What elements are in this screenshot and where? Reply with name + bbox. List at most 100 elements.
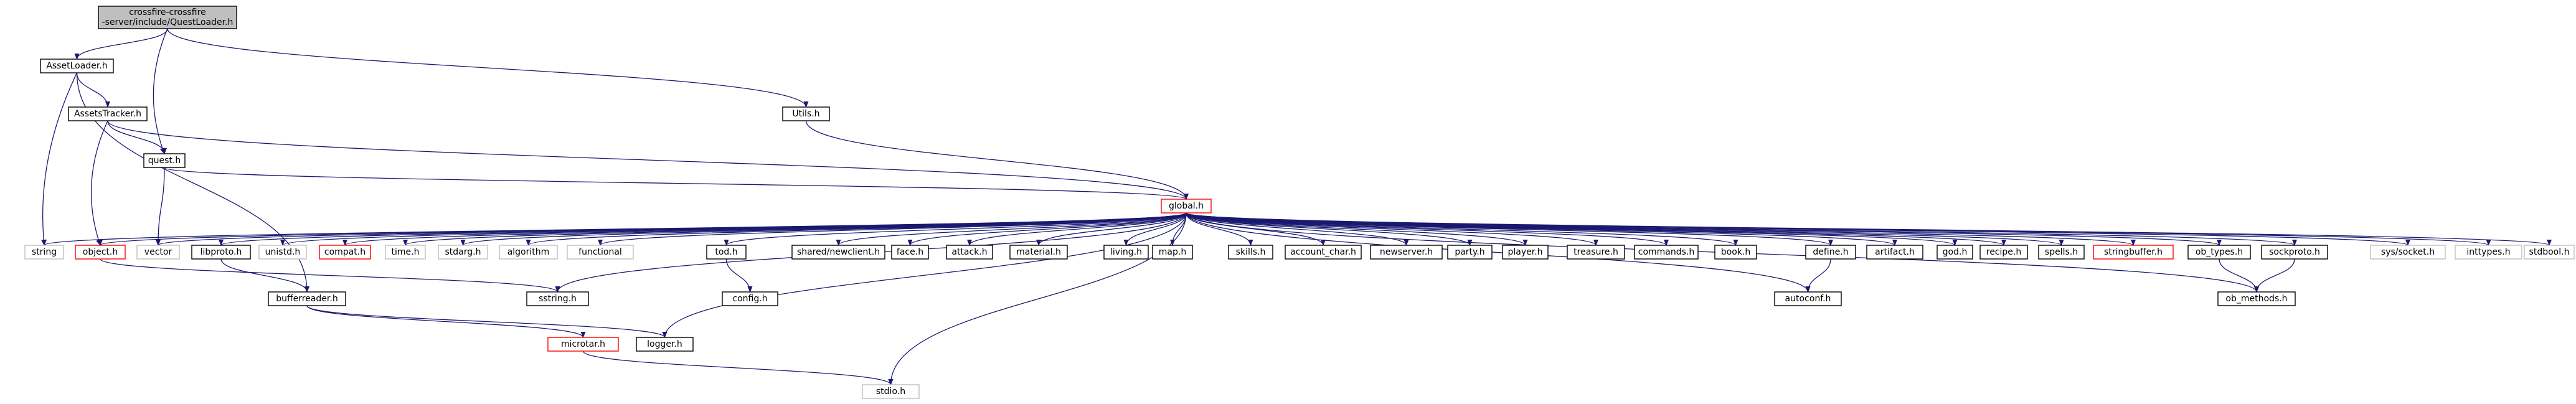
node-label: tod.h [715,247,737,257]
node-define[interactable]: define.h [1805,245,1856,260]
edge-path [582,350,894,385]
node-party[interactable]: party.h [1447,245,1493,260]
node-attack[interactable]: attack.h [946,245,993,260]
node-box [1805,245,1856,260]
edge-path [403,212,1187,246]
node-microtar[interactable]: microtar.h [547,337,619,352]
node-label: ob_methods.h [2225,294,2287,304]
node-recipe[interactable]: recipe.h [1979,245,2028,260]
node-treasure[interactable]: treasure.h [1567,245,1625,260]
node-sockproto[interactable]: sockproto.h [2261,245,2328,260]
include-edge-utils-to-global [805,120,1189,200]
edge-path [1186,212,1669,246]
include-edge-global-to-sharednewclient [836,212,1187,246]
node-face[interactable]: face.h [891,245,929,260]
edge-path [1186,212,1473,246]
edge-path [1036,212,1187,246]
include-edge-microtar-to-stdio [582,350,894,385]
node-compat[interactable]: compat.h [319,245,371,260]
node-utils[interactable]: Utils.h [782,106,830,121]
node-inttypes: inttypes.h [2455,245,2522,260]
node-config[interactable]: config.h [722,291,778,306]
include-edge-global-to-stdbool [1186,212,2552,246]
node-stdarg: stdarg.h [438,245,488,260]
node-skills[interactable]: skills.h [1228,245,1273,260]
node-box [1502,245,1549,260]
node-box [1152,245,1193,260]
include-edge-global-to-material [1036,212,1187,246]
node-box [1714,245,1757,260]
node-box [2038,245,2085,260]
node-label: stdbool.h [2529,247,2570,257]
node-box [567,245,634,260]
node-quest[interactable]: quest.h [143,153,186,168]
edge-path [74,28,168,60]
node-box [547,337,619,352]
node-sstring[interactable]: sstring.h [526,291,589,306]
node-box [722,291,778,306]
node-player[interactable]: player.h [1502,245,1549,260]
edge-path [724,212,1187,246]
node-object[interactable]: object.h [75,245,126,260]
node-assetloader[interactable]: AssetLoader.h [40,59,114,73]
node-label: unistd.h [265,247,301,257]
node-stdbool: stdbool.h [2524,245,2575,260]
node-box [1979,245,2028,260]
edge-path [1186,212,1739,246]
node-label: living.h [1110,247,1142,257]
node-label: ob_types.h [2196,247,2243,257]
node-living[interactable]: living.h [1103,245,1149,260]
include-edge-global-to-stdio [888,212,1187,385]
include-edge-global-to-book [1186,212,1739,246]
node-artifact[interactable]: artifact.h [1866,245,1923,260]
node-box [98,6,237,29]
include-edge-assetloader-to-string [41,72,78,246]
node-box [2261,245,2328,260]
node-spells[interactable]: spells.h [2038,245,2085,260]
node-newserver[interactable]: newserver.h [1370,245,1443,260]
include-edge-global-to-face [907,212,1187,246]
node-map[interactable]: map.h [1152,245,1193,260]
node-box [791,245,885,260]
node-libproto[interactable]: libproto.h [191,245,251,260]
node-account_char[interactable]: account_char.h [1285,245,1362,260]
include-edge-quest-to-global [164,167,1189,200]
node-label: player.h [1507,247,1542,257]
node-root[interactable]: crossfire-crossfire-server/include/Quest… [98,6,237,29]
include-edge-object-to-sstring [100,258,560,293]
node-label: AssetsTracker.h [74,109,141,119]
edge-path [98,212,1187,246]
node-autoconf[interactable]: autoconf.h [1774,291,1842,306]
include-edge-global-to-object [98,212,1187,246]
node-box [2093,245,2174,260]
node-label: time.h [392,247,420,257]
node-stringbuffer[interactable]: stringbuffer.h [2093,245,2174,260]
include-edge-global-to-attack [967,212,1187,246]
node-logger[interactable]: logger.h [636,337,694,352]
node-bufferreader[interactable]: bufferreader.h [268,291,346,306]
node-ob_types[interactable]: ob_types.h [2187,245,2251,260]
node-material[interactable]: material.h [1009,245,1068,260]
edges-layer [41,28,2552,385]
node-global[interactable]: global.h [1161,199,1212,214]
edge-path [1186,212,1253,246]
node-book[interactable]: book.h [1714,245,1757,260]
include-edge-global-to-newserver [1186,212,1409,246]
node-assetstracker[interactable]: AssetsTracker.h [68,106,148,121]
node-label: string [32,247,57,257]
edge-path [888,212,1187,385]
node-label: account_char.h [1290,247,1356,257]
node-commands[interactable]: commands.h [1634,245,1699,260]
node-tod[interactable]: tod.h [706,245,747,260]
node-label: party.h [1455,247,1484,257]
node-box [2455,245,2522,260]
edge-path [167,28,809,108]
node-label: god.h [1943,247,1968,257]
edge-path [1186,212,2552,246]
edge-path [164,167,1189,200]
node-ob_methods[interactable]: ob_methods.h [2217,291,2296,306]
node-label: newserver.h [1380,247,1433,257]
node-box [1161,199,1212,214]
node-sharednewclient[interactable]: shared/newclient.h [791,245,885,260]
node-god[interactable]: god.h [1937,245,1973,260]
